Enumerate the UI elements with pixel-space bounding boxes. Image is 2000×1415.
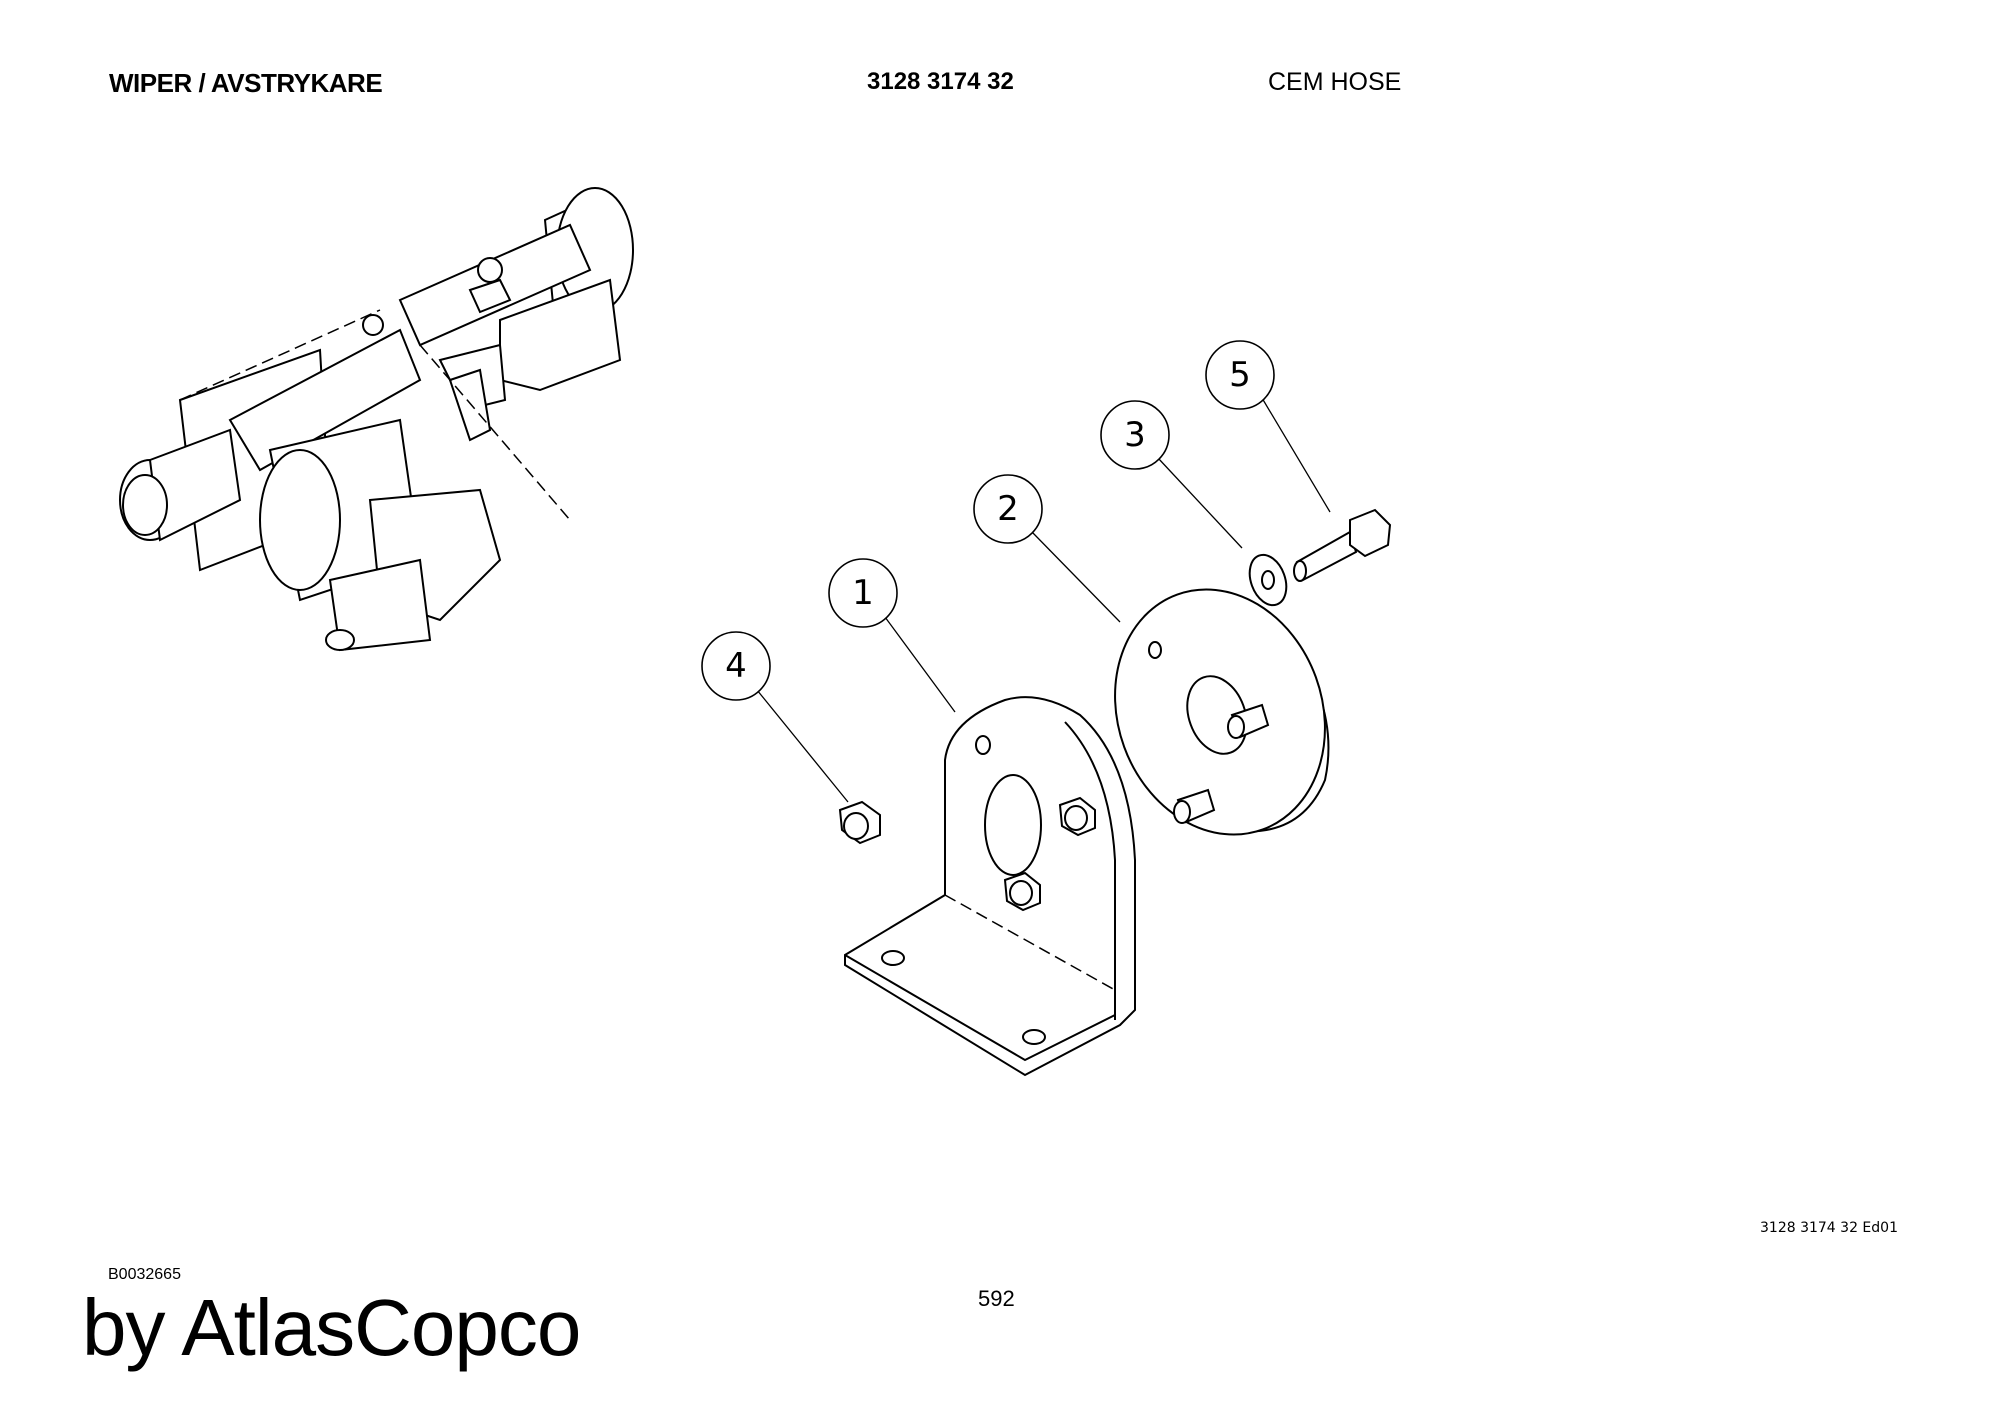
callout-number: 4 <box>725 646 747 686</box>
callout-number: 2 <box>997 489 1019 529</box>
wiper-assembly-overview <box>119 187 634 652</box>
page-number: 592 <box>978 1286 1015 1311</box>
drawing-title: WIPER / AVSTRYKARE <box>109 68 383 98</box>
section-name: CEM HOSE <box>1268 68 1402 96</box>
callout-1: 1 <box>828 558 898 628</box>
disc-part <box>1114 588 1330 836</box>
leader-lines <box>756 397 1331 803</box>
callout-5: 5 <box>1205 340 1275 410</box>
nut-part <box>838 800 881 845</box>
bolt-part <box>1293 508 1392 582</box>
part-number: 3128 3174 32 <box>867 68 1014 95</box>
callout-number: 5 <box>1229 355 1251 395</box>
edition-label: 3128 3174 32 Ed01 <box>1760 1220 1898 1236</box>
callout-2: 2 <box>973 474 1043 544</box>
callout-number: 3 <box>1124 415 1146 455</box>
callout-3: 3 <box>1100 400 1170 470</box>
brand-watermark: by AtlasCopco <box>82 1283 581 1372</box>
callout-number: 1 <box>852 573 874 613</box>
callout-4: 4 <box>701 631 771 701</box>
drawing-id: B0032665 <box>108 1266 181 1283</box>
bracket-part <box>844 696 1136 1077</box>
washer-part <box>1248 553 1288 607</box>
